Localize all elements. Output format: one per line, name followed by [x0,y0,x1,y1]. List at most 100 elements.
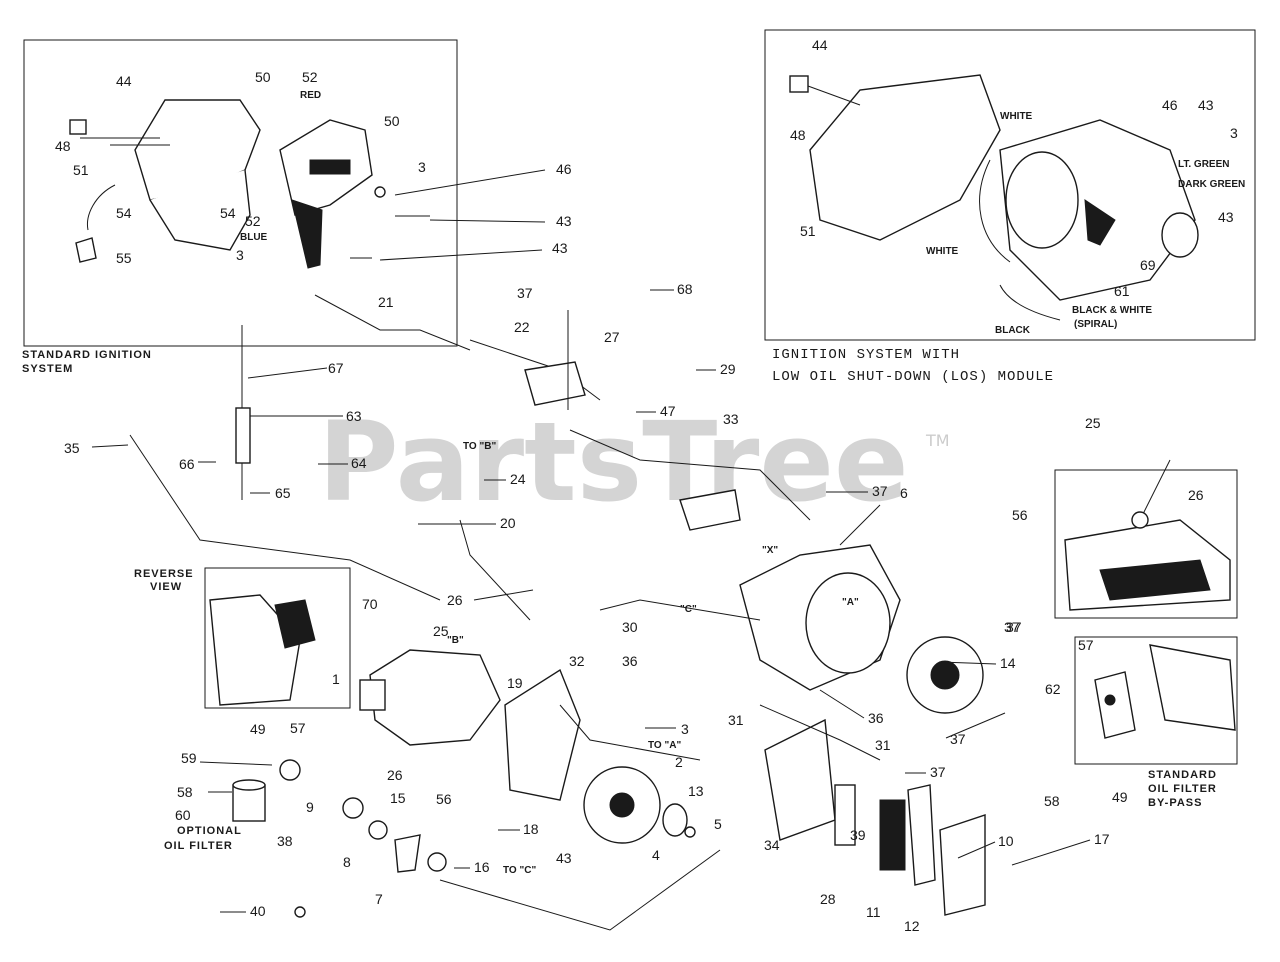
los-outlet [1161,212,1199,258]
callout-59: 59 [181,750,197,766]
inset-frame [23,39,458,347]
bypass-callout-57: 57 [1078,637,1094,653]
los-title-1: IGNITION SYSTEM WITH [772,347,960,363]
callout-27: 27 [604,329,620,345]
wire-white-top: WHITE [1000,111,1033,122]
callout-6: 6 [900,485,908,501]
watermark-text: PartsTree [318,398,909,526]
ref-to-c: TO "C" [503,865,536,876]
wire-lt-green: LT. GREEN [1178,159,1229,170]
los-bore [1005,151,1079,249]
los-callout-46: 46 [1162,97,1178,113]
callout-9: 9 [306,799,314,815]
mark-b: "B" [447,635,464,646]
callout-50: 50 [255,69,271,85]
ref-to-a: TO "A" [648,740,681,751]
spark-plug-cap [69,119,87,135]
callout-4: 4 [652,847,660,863]
coil-terminal [374,186,386,198]
wire-black: BLACK [995,325,1031,336]
callout-7: 7 [375,891,383,907]
bypass-callout-49: 49 [1112,789,1128,805]
callout-1: 1 [332,671,340,687]
los-title-2: LOW OIL SHUT-DOWN (LOS) MODULE [772,369,1054,385]
callout-28: 28 [820,891,836,907]
callout-66: 66 [179,456,195,472]
wire-dark-green: DARK GREEN [1178,179,1245,190]
callout-36: 36 [622,653,638,669]
detail-callout-56: 56 [1012,507,1028,523]
callout-37: 37 [930,764,946,780]
callout-65: 65 [275,485,291,501]
callout-25: 25 [433,623,449,639]
callout-31: 31 [728,712,744,728]
wire-black-white: BLACK & WHITE [1072,305,1152,316]
mark-c: "C" [680,604,697,615]
reference-marks: TO "A" TO "B" TO "C" "A" "B" "C" "X" [447,441,859,876]
inset-detail-26: 25 26 56 [1012,415,1238,619]
callout-2: 2 [675,754,683,770]
callout-63: 63 [346,408,362,424]
los-callout-48: 48 [790,127,806,143]
callout-60: 60 [175,807,191,823]
callout-17: 17 [1094,831,1110,847]
callout-40: 40 [250,903,266,919]
callout-43b: 43 [552,240,568,256]
callout-24: 24 [510,471,526,487]
callout-58: 58 [177,784,193,800]
callout-16: 16 [474,859,490,875]
callout-26: 26 [447,592,463,608]
los-module [1084,199,1116,246]
callout-57: 57 [290,720,306,736]
standard-ignition-caption-1: STANDARD IGNITION [22,349,152,361]
los-callout-69: 69 [1140,257,1156,273]
los-callout-43b: 43 [1218,209,1234,225]
callout-68: 68 [677,281,693,297]
callout-43: 43 [556,850,572,866]
wire-blue-label: BLUE [240,232,268,243]
standard-ignition-caption-2: SYSTEM [22,363,73,375]
callout-39: 39 [850,827,866,843]
callout-55: 55 [116,250,132,266]
wire-red-label: RED [300,90,321,101]
callout-36: 36 [868,710,884,726]
callout-12: 12 [904,918,920,934]
callout-33: 33 [723,411,739,427]
callout-49: 49 [250,721,266,737]
callout-54: 54 [116,205,132,221]
callout-35: 35 [64,440,80,456]
watermark: PartsTree TM [318,398,950,526]
detail-callout-26: 26 [1188,487,1204,503]
ref-to-b: TO "B" [463,441,496,452]
wire-white-bottom: WHITE [926,246,959,257]
callout-43: 43 [556,213,572,229]
callout-10: 10 [998,833,1014,849]
callout-11: 11 [866,904,881,920]
reverse-view-caption-1: REVERSE [134,568,194,580]
callout-52b: 52 [245,213,261,229]
inset-frame-los [764,29,1256,341]
callout-14: 14 [1000,655,1016,671]
callout-26: 26 [387,767,403,783]
callout-22: 22 [514,319,530,335]
wire-spiral: (SPIRAL) [1074,319,1117,330]
bypass-caption-3: BY-PASS [1148,797,1202,809]
callout-56: 56 [436,791,452,807]
callout-29: 29 [720,361,736,377]
callout-3b: 3 [236,247,244,263]
bypass-callout-62: 62 [1045,681,1061,697]
callout-37: 37 [1004,619,1020,635]
callout-67: 67 [328,360,344,376]
callout-34: 34 [764,837,780,853]
optional-filter-caption-2: OIL FILTER [164,840,233,852]
callout-37: 37 [517,285,533,301]
leader-lines [91,289,1091,913]
callout-32: 32 [569,653,585,669]
callout-44: 44 [116,73,132,89]
bypass-caption-1: STANDARD [1148,769,1217,781]
inset-los-ignition: 44 48 46 43 3 43 51 61 69 WHITE WHITE LT… [764,29,1256,385]
los-callout-44: 44 [812,37,828,53]
callout-70: 70 [362,596,378,612]
main-parts [129,294,986,931]
optional-filter-caption-1: OPTIONAL [177,825,242,837]
